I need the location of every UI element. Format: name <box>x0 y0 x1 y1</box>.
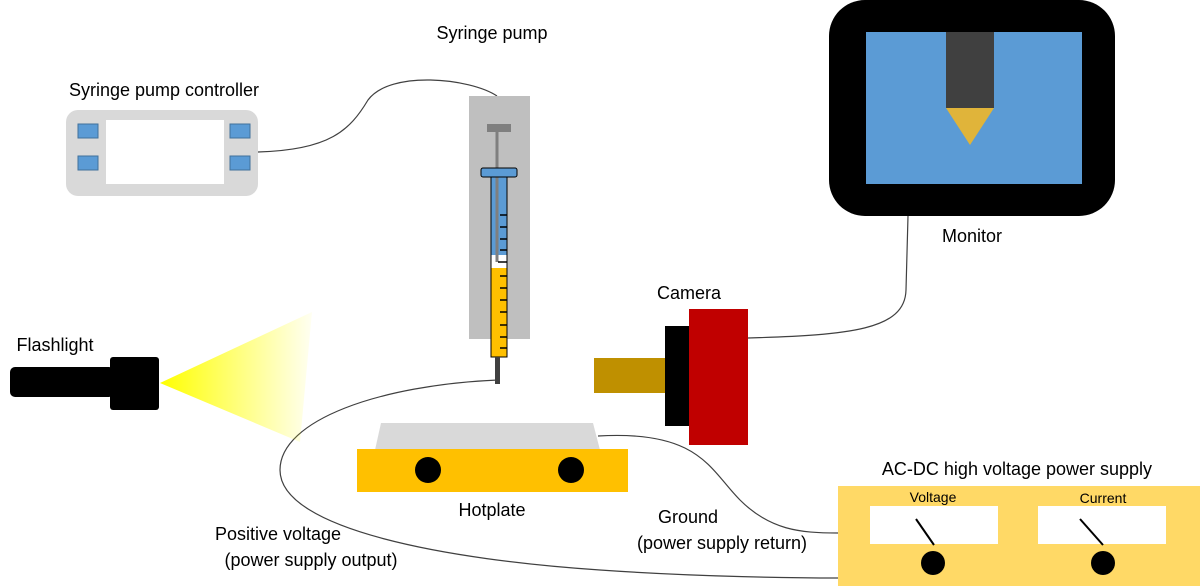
controller-button <box>77 123 99 139</box>
positive-voltage-sublabel: (power supply output) <box>224 550 397 570</box>
flashlight <box>10 312 312 442</box>
syringe-pump <box>469 96 530 384</box>
hotplate-knob <box>558 457 584 483</box>
ground-sublabel: (power supply return) <box>637 533 807 553</box>
voltage-knob <box>921 551 945 575</box>
syringe-pump-controller <box>66 110 258 196</box>
ground-wire <box>597 434 839 534</box>
current-meter <box>1038 506 1166 544</box>
camera-label: Camera <box>657 283 722 303</box>
current-needle <box>1079 518 1104 546</box>
ground-label: Ground <box>658 507 718 527</box>
light-beam <box>160 312 312 442</box>
monitor <box>829 0 1115 216</box>
voltage-meter <box>870 506 998 544</box>
positive-voltage-label: Positive voltage <box>215 524 341 544</box>
flashlight-label: Flashlight <box>16 335 93 355</box>
controller-button <box>77 155 99 171</box>
current-knob <box>1091 551 1115 575</box>
syringe-pump-label: Syringe pump <box>436 23 547 43</box>
camera <box>594 309 748 445</box>
hotplate-knob <box>415 457 441 483</box>
hotplate <box>357 423 628 492</box>
voltage-needle <box>915 518 935 546</box>
controller-button <box>229 155 251 171</box>
controller-wire <box>257 79 498 153</box>
power-supply <box>838 486 1200 586</box>
controller-label: Syringe pump controller <box>69 80 259 100</box>
positive-voltage-wire <box>279 379 839 579</box>
camera-monitor-wire <box>747 215 909 339</box>
controller-button <box>229 123 251 139</box>
hotplate-label: Hotplate <box>458 500 525 520</box>
current-label: Current <box>1080 490 1127 506</box>
voltage-label: Voltage <box>910 489 957 505</box>
monitor-label: Monitor <box>942 226 1002 246</box>
power-supply-label: AC-DC high voltage power supply <box>882 459 1152 479</box>
